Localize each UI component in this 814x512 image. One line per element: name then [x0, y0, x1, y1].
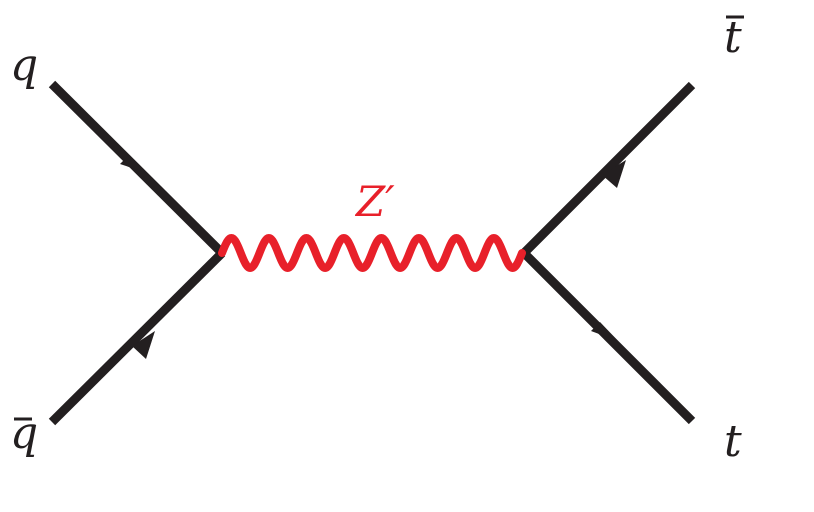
label-outgoing-antitop: t [724, 12, 742, 63]
outgoing-antitop-line [520, 81, 696, 257]
incoming-quark-arrow [120, 155, 147, 173]
incoming-antiquark-line [48, 249, 226, 426]
label-outgoing-top: t [724, 416, 742, 467]
outgoing-top-arrow [591, 322, 618, 341]
z-prime-propagator [218, 234, 526, 272]
incoming-antiquark-arrow [132, 331, 155, 359]
label-incoming-quark: q [10, 40, 38, 91]
label-propagator: Z′ [354, 177, 395, 226]
outgoing-antitop-arrow [602, 160, 626, 188]
label-incoming-antiquark: q [10, 408, 38, 459]
